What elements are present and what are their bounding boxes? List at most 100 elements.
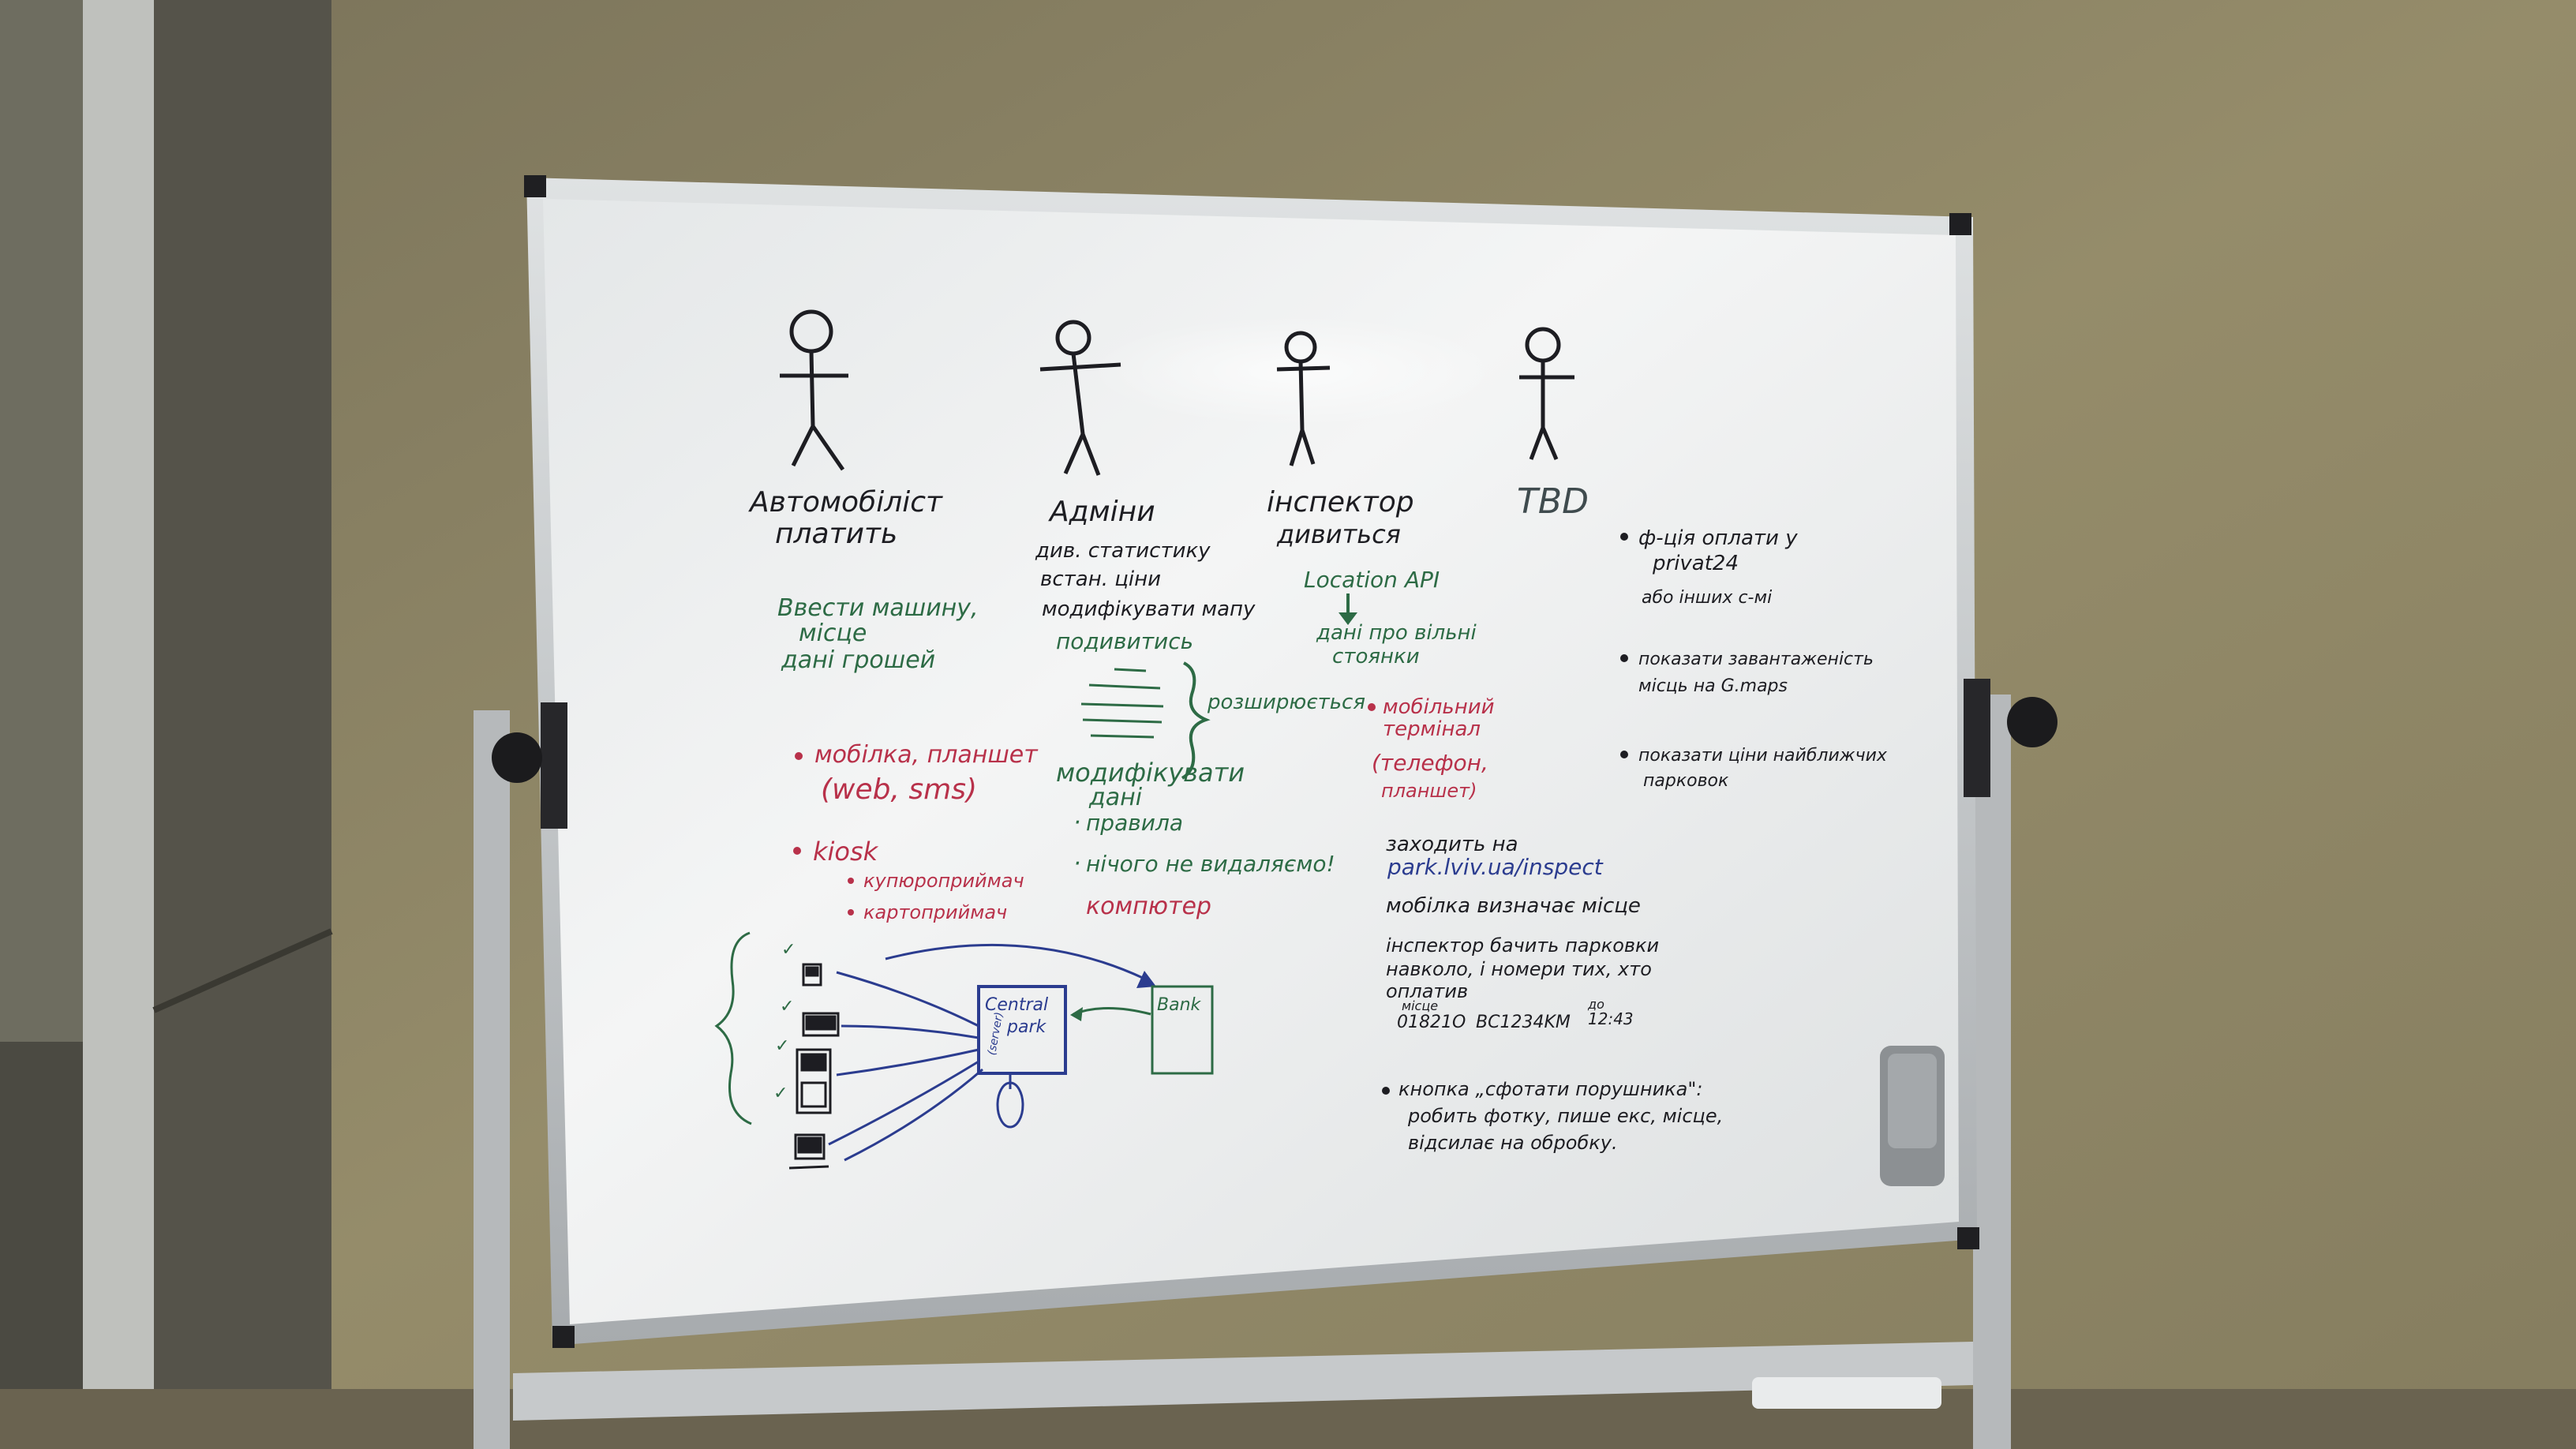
- inspector-parking-info-1: дані про вільні: [1316, 621, 1477, 645]
- driver-green-1: Ввести машину,: [777, 594, 979, 622]
- admin-green-line: подивитись: [1056, 628, 1193, 654]
- table-value-place: 01821O: [1397, 1013, 1466, 1032]
- bullet-dot: [795, 752, 803, 760]
- bullet-dot: [1620, 654, 1628, 662]
- stick-figure-tbd: [1519, 327, 1574, 460]
- door-divider: [152, 928, 333, 1013]
- inspector-terminal-paren-2: планшет): [1381, 780, 1477, 802]
- actor-label-driver-1: Автомобіліст: [748, 486, 943, 519]
- bullet-dot: [1368, 703, 1376, 711]
- central-park-box: [977, 985, 1067, 1075]
- driver-mobile-1: мобілка, планшет: [814, 741, 1039, 769]
- window-frame: [83, 0, 154, 1449]
- central-park-label-2: park: [1006, 1017, 1046, 1037]
- stick-figure-admin: [1039, 320, 1121, 476]
- stick-figure-inspector: [1276, 331, 1331, 466]
- stand-right-leg: [1973, 695, 2011, 1449]
- table-label-until: до: [1587, 997, 1604, 1012]
- actor-label-inspector-2: дивиться: [1276, 519, 1401, 549]
- corner-cap: [1957, 1227, 1979, 1249]
- diagram-left-brace: [714, 931, 752, 1125]
- corner-cap: [1949, 213, 1971, 235]
- driver-kiosk-sub-2: картоприймач: [863, 901, 1007, 923]
- tbd-bullet-2-line-1: показати завантаженість: [1638, 650, 1874, 669]
- bank-box: [1151, 985, 1214, 1075]
- inspector-location-api: Location API: [1304, 567, 1440, 593]
- board-surface: [543, 199, 1959, 1324]
- tbd-bullet-3-line-1: показати ціни найближчих: [1638, 746, 1888, 766]
- arrow-head: [1070, 1007, 1083, 1021]
- driver-green-3: дані грошей: [781, 646, 935, 674]
- inspector-sees-3: оплатив: [1386, 980, 1468, 1002]
- marker-tray: [513, 1342, 1973, 1421]
- bullet-dot: [793, 847, 801, 855]
- check-mark-2: ✓: [780, 997, 794, 1017]
- admin-line-2: встан. ціни: [1040, 567, 1161, 591]
- diagram-connections: [828, 943, 1145, 1162]
- door-panel: [154, 0, 331, 1449]
- central-park-label-1: Central: [985, 995, 1048, 1015]
- admin-curly-brace: [1181, 661, 1211, 780]
- tbd-bullet-1-line-2: privat24: [1652, 552, 1739, 575]
- admin-modify-item-1: правила: [1086, 810, 1183, 836]
- admin-modify-item-2: нічого не видаляємо!: [1086, 851, 1335, 877]
- admin-brace-label: розширюється: [1207, 691, 1365, 714]
- bullet-dot: [848, 878, 854, 884]
- actor-label-admin: Адміни: [1048, 496, 1155, 528]
- admin-line-1: див. статистику: [1035, 539, 1211, 563]
- left-knob: [492, 732, 542, 783]
- driver-green-2: місце: [799, 620, 867, 647]
- bullet-dot: [1620, 751, 1628, 758]
- check-mark-3: ✓: [775, 1036, 789, 1056]
- bullet-dot: ·: [1073, 850, 1081, 878]
- right-bracket: [1964, 679, 1990, 797]
- eraser-tray: [1752, 1377, 1941, 1409]
- admin-scribble-lines: [1080, 668, 1164, 739]
- driver-kiosk: kiosk: [813, 837, 879, 867]
- inspector-terminal-paren-1: (телефон,: [1372, 750, 1488, 776]
- bullet-dot: [1382, 1087, 1390, 1095]
- actor-label-tbd: TBD: [1517, 481, 1589, 522]
- stand-left-leg: [474, 710, 510, 1449]
- admin-modify-2: дані: [1088, 784, 1143, 811]
- driver-kiosk-sub-1: купюроприймач: [863, 870, 1024, 892]
- window-glass: [0, 0, 83, 1042]
- table-value-plate: BC1234KM: [1476, 1013, 1571, 1032]
- kiosk-device-icons: [788, 963, 840, 1170]
- driver-mobile-2: (web, sms): [821, 773, 977, 806]
- inspector-sees-1: інспектор бачить парковки: [1386, 934, 1659, 957]
- inspector-goes-to: заходить на: [1386, 833, 1518, 856]
- bullet-dot: ·: [1073, 809, 1081, 837]
- bank-label: Bank: [1157, 995, 1202, 1015]
- stick-figure-driver: [780, 309, 848, 471]
- inspector-mobile-detects: мобілка визначає місце: [1386, 894, 1641, 918]
- left-bracket: [541, 702, 567, 829]
- inspector-sees-2: навколо, і номери тих, хто: [1386, 958, 1652, 980]
- admin-computer: компютер: [1086, 893, 1211, 920]
- inspector-button-3: відсилає на обробку.: [1408, 1132, 1618, 1154]
- bullet-dot: [848, 909, 854, 915]
- board-glare: [1089, 316, 1500, 426]
- corner-cap: [524, 175, 546, 197]
- tbd-or-other: або інших с-мі: [1642, 588, 1772, 608]
- table-value-time: 12:43: [1588, 1009, 1634, 1028]
- eraser-holder-face: [1888, 1054, 1937, 1148]
- tbd-bullet-1-line-1: ф-ція оплати у: [1638, 526, 1798, 550]
- admin-line-3: модифікувати мапу: [1042, 597, 1256, 621]
- table-label-place: місце: [1402, 998, 1438, 1013]
- inspector-url: park.lviv.ua/inspect: [1387, 854, 1604, 880]
- inspector-button-2: робить фотку, пише екс, місце,: [1407, 1105, 1723, 1127]
- actor-label-inspector-1: інспектор: [1267, 486, 1414, 519]
- arrow-head: [1136, 971, 1156, 988]
- right-knob: [2007, 697, 2057, 747]
- inspector-terminal-1: мобільний: [1383, 695, 1495, 719]
- check-mark-1: ✓: [781, 940, 796, 960]
- inspector-button-1: кнопка „сфотати порушника":: [1398, 1078, 1703, 1100]
- actor-label-driver-2: платить: [775, 518, 897, 550]
- inspector-parking-info-2: стоянки: [1332, 645, 1420, 668]
- tbd-bullet-3-line-2: парковок: [1643, 771, 1729, 791]
- inspector-terminal-2: термінал: [1383, 717, 1481, 741]
- database-icon: [996, 1081, 1024, 1129]
- admin-modify-1: модифікувати: [1056, 758, 1245, 788]
